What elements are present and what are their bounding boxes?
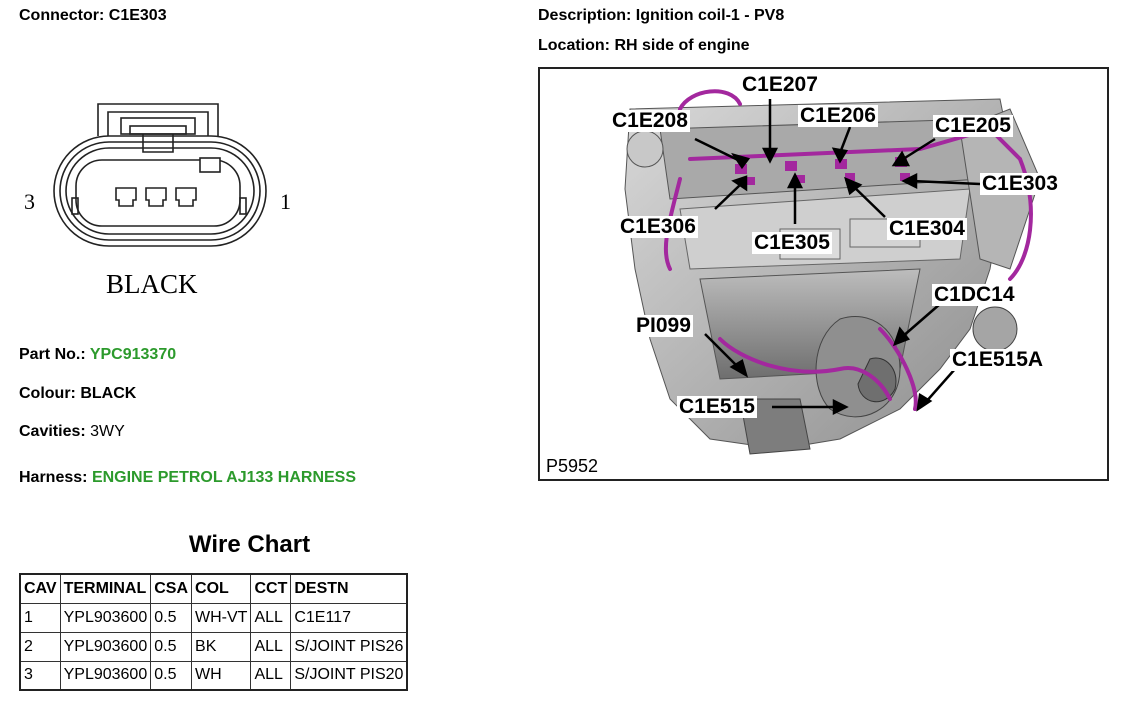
description-value: Ignition coil-1 - PV8 (635, 7, 785, 24)
cell-terminal: YPL903600 (59, 602, 152, 633)
callout-pi099: PI099 (634, 314, 693, 337)
cell-cct: ALL (250, 602, 292, 633)
connector-line: Connector: C1E303 (19, 7, 167, 25)
callout-c1e304: C1E304 (887, 217, 967, 240)
cell-csa: 0.5 (150, 631, 193, 662)
connector-id: C1E303 (108, 7, 167, 24)
colour-line: Colour: BLACK (19, 385, 136, 403)
part-no-link[interactable]: YPC913370 (89, 346, 177, 363)
wire-chart-table: CAV TERMINAL CSA COL CCT DESTN 1 YPL9036… (19, 573, 409, 691)
cell-cav: 1 (19, 602, 61, 633)
table-row: 3 YPL903600 0.5 WH ALL S/JOINT PIS20 (19, 660, 408, 691)
cell-destn: S/JOINT PIS20 (290, 660, 408, 691)
cell-terminal: YPL903600 (59, 660, 152, 691)
table-row: 2 YPL903600 0.5 BK ALL S/JOINT PIS26 (19, 631, 408, 662)
table-row: 1 YPL903600 0.5 WH-VT ALL C1E117 (19, 602, 408, 633)
callout-c1e206: C1E206 (798, 104, 878, 127)
callout-c1e208: C1E208 (610, 109, 690, 132)
cell-cct: ALL (250, 631, 292, 662)
cell-csa: 0.5 (150, 602, 193, 633)
location-value: RH side of engine (614, 37, 750, 54)
callout-c1e305: C1E305 (752, 231, 832, 254)
harness-link[interactable]: ENGINE PETROL AJ133 HARNESS (91, 469, 357, 486)
header-csa: CSA (150, 573, 193, 604)
cell-destn: S/JOINT PIS26 (290, 631, 408, 662)
cell-col: WH-VT (191, 602, 252, 633)
header-cav: CAV (19, 573, 61, 604)
cavities-value: 3WY (90, 423, 125, 440)
header-col: COL (191, 573, 252, 604)
cavities-line: Cavities: 3WY (19, 423, 125, 441)
table-header-row: CAV TERMINAL CSA COL CCT DESTN (19, 573, 408, 604)
image-id: P5952 (546, 456, 599, 476)
cell-col: WH (191, 660, 252, 691)
connector-label: Connector: (19, 7, 105, 24)
cell-cav: 2 (19, 631, 61, 662)
wire-chart-title: Wire Chart (188, 531, 311, 558)
cell-cct: ALL (250, 660, 292, 691)
cell-terminal: YPL903600 (59, 631, 152, 662)
location-line: Location: RH side of engine (538, 37, 750, 55)
cell-csa: 0.5 (150, 660, 193, 691)
engine-location-image: C1E207 C1E208 C1E206 C1E205 C1E303 C1E30… (538, 67, 1109, 481)
description-line: Description: Ignition coil-1 - PV8 (538, 7, 784, 25)
connector-colour-caption: BLACK (106, 269, 198, 299)
cell-col: BK (191, 631, 252, 662)
header-cct: CCT (250, 573, 292, 604)
header-terminal: TERMINAL (59, 573, 152, 604)
callout-c1e205: C1E205 (933, 114, 1013, 137)
pin-number-left: 3 (24, 189, 35, 214)
part-no-label: Part No.: (19, 346, 86, 363)
description-label: Description: (538, 7, 632, 24)
callout-c1dc14: C1DC14 (932, 283, 1017, 306)
callout-c1e306: C1E306 (618, 215, 698, 238)
callout-c1e515a: C1E515A (950, 348, 1046, 371)
cell-cav: 3 (19, 660, 61, 691)
pin-number-right: 1 (280, 189, 291, 214)
colour-value: BLACK (80, 385, 137, 402)
cavities-label: Cavities: (19, 423, 86, 440)
header-destn: DESTN (290, 573, 408, 604)
colour-label: Colour: (19, 385, 76, 402)
part-no-line: Part No.: YPC913370 (19, 346, 176, 364)
harness-label: Harness: (19, 469, 88, 486)
callout-c1e207: C1E207 (740, 73, 820, 96)
callout-c1e303: C1E303 (980, 172, 1060, 195)
callout-c1e515: C1E515 (677, 395, 757, 418)
connector-face-drawing (53, 103, 267, 247)
harness-line: Harness: ENGINE PETROL AJ133 HARNESS (19, 469, 356, 487)
location-label: Location: (538, 37, 610, 54)
cell-destn: C1E117 (290, 602, 408, 633)
